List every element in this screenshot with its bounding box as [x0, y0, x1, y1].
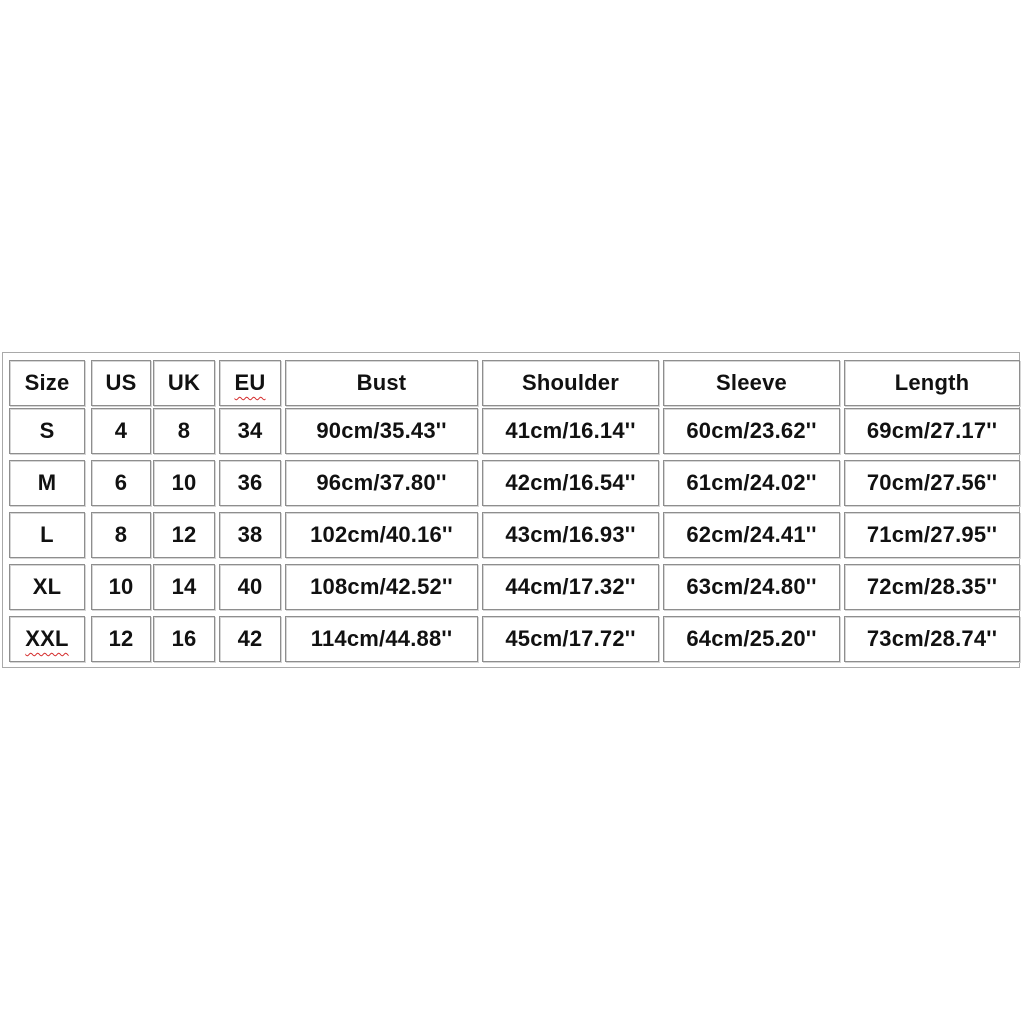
- table-cell-shoulder: 44cm/17.32'': [482, 564, 659, 610]
- table-cell-sleeve: 62cm/24.41'': [663, 512, 840, 558]
- table-cell-shoulder: 41cm/16.14'': [482, 408, 659, 454]
- table-cell-size: XXL: [9, 616, 85, 662]
- cell-value: 8: [177, 418, 191, 443]
- cell-value: 38: [237, 522, 263, 547]
- cell-value: 90cm/35.43'': [316, 418, 447, 443]
- table-cell-length: 70cm/27.56'': [844, 460, 1020, 506]
- table-cell-eu: 42: [219, 616, 281, 662]
- cell-value: 41cm/16.14'': [505, 418, 636, 443]
- cell-value: 44cm/17.32'': [505, 574, 636, 599]
- cell-value: 42: [237, 626, 263, 651]
- table-cell-uk: 12: [153, 512, 215, 558]
- table-cell-size: M: [9, 460, 85, 506]
- cell-value: 14: [171, 574, 197, 599]
- header-cell-uk: UK: [153, 360, 215, 406]
- table-cell-eu: 36: [219, 460, 281, 506]
- header-label-eu: EU: [234, 370, 266, 395]
- table-cell-us: 6: [91, 460, 151, 506]
- table-cell-sleeve: 64cm/25.20'': [663, 616, 840, 662]
- table-cell-length: 71cm/27.95'': [844, 512, 1020, 558]
- table-cell-bust: 90cm/35.43'': [285, 408, 478, 454]
- cell-value: 42cm/16.54'': [505, 470, 636, 495]
- cell-value: 4: [114, 418, 128, 443]
- header-cell-sleeve: Sleeve: [663, 360, 840, 406]
- cell-value: 40: [237, 574, 263, 599]
- cell-value: 61cm/24.02'': [686, 470, 817, 495]
- table-cell-shoulder: 45cm/17.72'': [482, 616, 659, 662]
- cell-value: 6: [114, 470, 128, 495]
- table-cell-shoulder: 43cm/16.93'': [482, 512, 659, 558]
- table-cell-uk: 10: [153, 460, 215, 506]
- cell-value: 10: [171, 470, 197, 495]
- cell-value: 71cm/27.95'': [866, 522, 998, 547]
- table-cell-us: 12: [91, 616, 151, 662]
- cell-value: 96cm/37.80'': [316, 470, 447, 495]
- cell-value: 73cm/28.74'': [866, 626, 998, 651]
- table-cell-eu: 34: [219, 408, 281, 454]
- header-label-bust: Bust: [356, 370, 407, 395]
- table-cell-us: 4: [91, 408, 151, 454]
- cell-value: 108cm/42.52'': [310, 574, 453, 599]
- table-cell-size: XL: [9, 564, 85, 610]
- table-cell-us: 8: [91, 512, 151, 558]
- cell-value: L: [40, 522, 54, 547]
- table-cell-eu: 40: [219, 564, 281, 610]
- cell-value: 72cm/28.35'': [866, 574, 998, 599]
- cell-value: 45cm/17.72'': [505, 626, 636, 651]
- table-cell-uk: 14: [153, 564, 215, 610]
- table-cell-size: S: [9, 408, 85, 454]
- cell-value: XXL: [25, 626, 69, 651]
- cell-value: M: [37, 470, 57, 495]
- cell-value: 102cm/40.16'': [310, 522, 453, 547]
- cell-value: 63cm/24.80'': [686, 574, 817, 599]
- table-cell-uk: 8: [153, 408, 215, 454]
- cell-value: 70cm/27.56'': [866, 470, 998, 495]
- cell-value: S: [39, 418, 55, 443]
- cell-value: 8: [114, 522, 128, 547]
- cell-value: 10: [108, 574, 134, 599]
- table-cell-length: 72cm/28.35'': [844, 564, 1020, 610]
- table-cell-shoulder: 42cm/16.54'': [482, 460, 659, 506]
- table-cell-uk: 16: [153, 616, 215, 662]
- cell-value: 16: [171, 626, 197, 651]
- header-label-uk: UK: [167, 370, 201, 395]
- table-cell-sleeve: 61cm/24.02'': [663, 460, 840, 506]
- table-cell-bust: 114cm/44.88'': [285, 616, 478, 662]
- table-cell-size: L: [9, 512, 85, 558]
- header-cell-size: Size: [9, 360, 85, 406]
- header-cell-us: US: [91, 360, 151, 406]
- cell-value: 12: [171, 522, 197, 547]
- table-cell-sleeve: 60cm/23.62'': [663, 408, 840, 454]
- cell-value: 34: [237, 418, 263, 443]
- header-label-shoulder: Shoulder: [522, 370, 619, 395]
- cell-value: 60cm/23.62'': [686, 418, 817, 443]
- header-label-us: US: [105, 370, 137, 395]
- table-cell-eu: 38: [219, 512, 281, 558]
- cell-value: 36: [237, 470, 263, 495]
- cell-value: 69cm/27.17'': [866, 418, 998, 443]
- table-cell-us: 10: [91, 564, 151, 610]
- cell-value: 43cm/16.93'': [505, 522, 636, 547]
- table-cell-length: 69cm/27.17'': [844, 408, 1020, 454]
- header-label-sleeve: Sleeve: [716, 370, 787, 395]
- cell-value: XL: [32, 574, 62, 599]
- table-cell-length: 73cm/28.74'': [844, 616, 1020, 662]
- cell-value: 114cm/44.88'': [310, 626, 453, 651]
- header-cell-eu: EU: [219, 360, 281, 406]
- cell-value: 12: [108, 626, 134, 651]
- header-cell-shoulder: Shoulder: [482, 360, 659, 406]
- table-cell-bust: 108cm/42.52'': [285, 564, 478, 610]
- cell-value: 62cm/24.41'': [686, 522, 817, 547]
- cell-value: 64cm/25.20'': [686, 626, 817, 651]
- header-label-length: Length: [894, 370, 970, 395]
- table-cell-bust: 102cm/40.16'': [285, 512, 478, 558]
- header-cell-bust: Bust: [285, 360, 478, 406]
- header-label-size: Size: [24, 370, 70, 395]
- table-cell-bust: 96cm/37.80'': [285, 460, 478, 506]
- table-cell-sleeve: 63cm/24.80'': [663, 564, 840, 610]
- header-cell-length: Length: [844, 360, 1020, 406]
